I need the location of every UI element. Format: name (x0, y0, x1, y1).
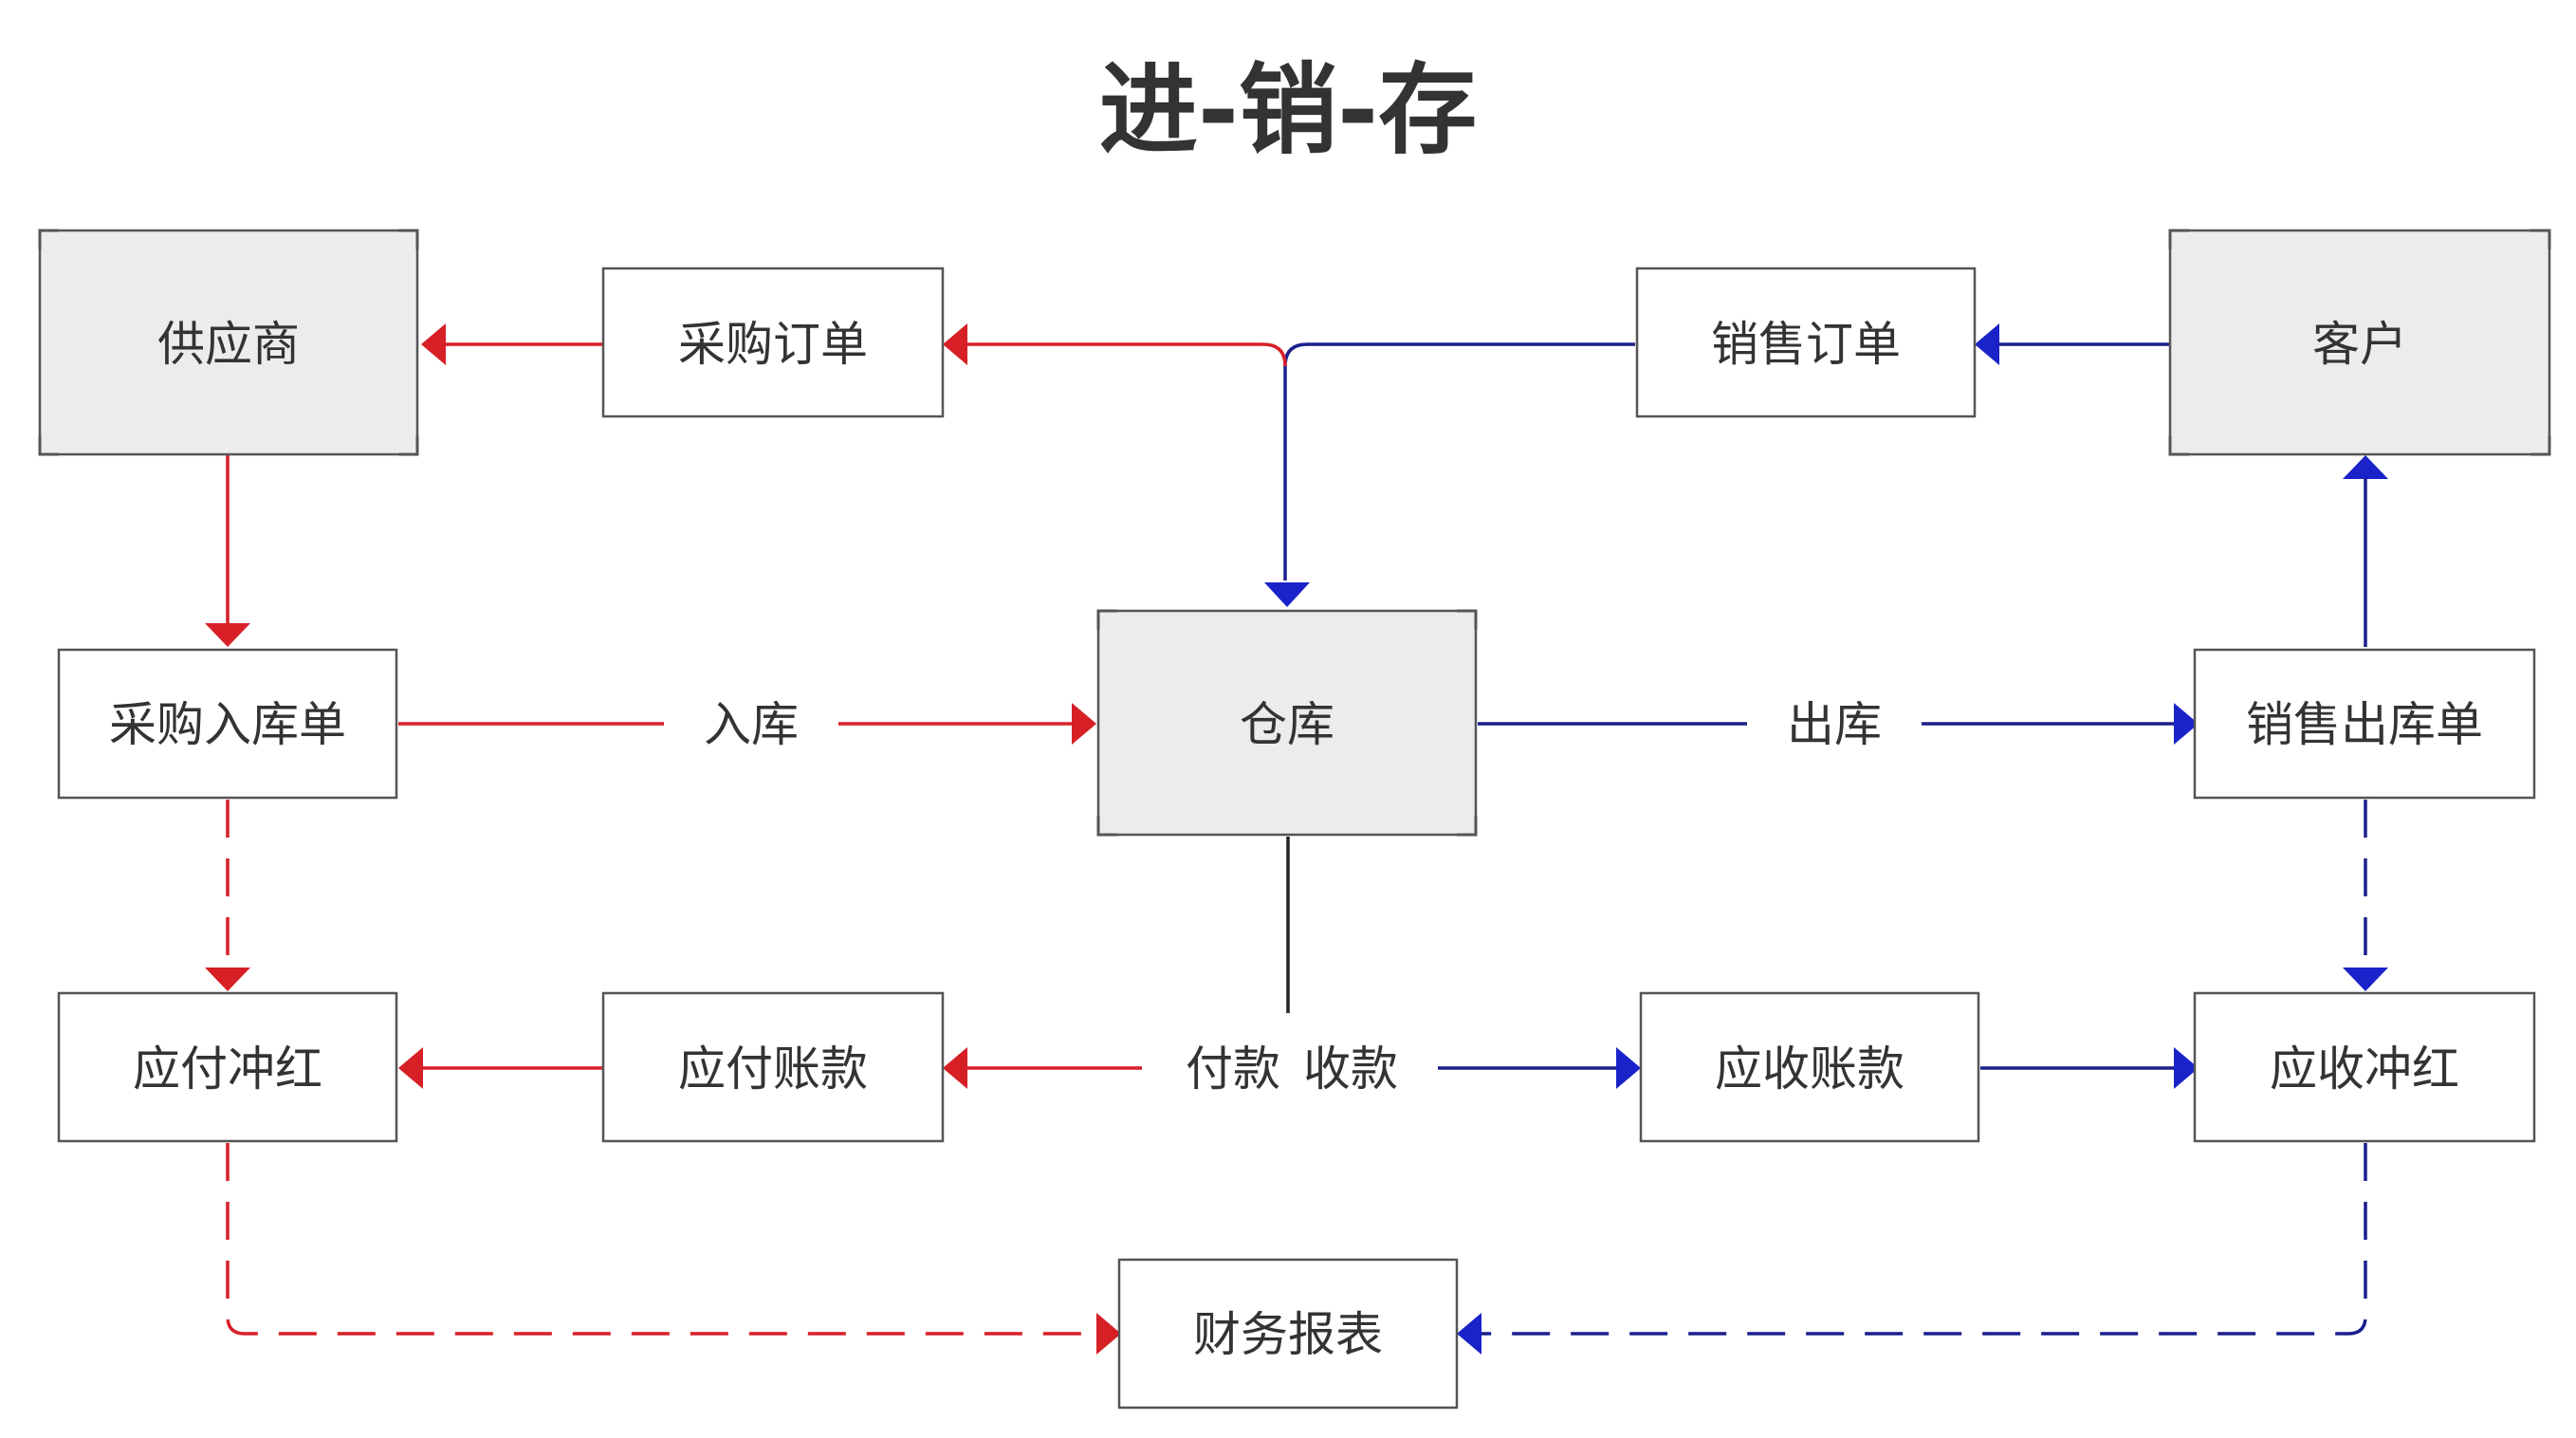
node-customer: 客户 (2168, 229, 2551, 456)
arrowhead-into-purchase-order (943, 323, 967, 365)
arrowhead-into-sales-outbound (2174, 703, 2199, 745)
arrowhead-into-customer (2343, 455, 2388, 479)
arrowhead-into-accounts-receivable (1616, 1047, 1641, 1089)
node-warehouse-label: 仓库 (1240, 697, 1334, 752)
arrowhead-into-supplier (421, 323, 446, 365)
node-purchase-order-label: 采购订单 (678, 317, 868, 372)
node-payable-reversal: 应付冲红 (57, 991, 398, 1143)
edge-label-payment: 付款 (1186, 1042, 1280, 1097)
arrowhead-into-sales-order (1975, 323, 1999, 365)
node-sales-outbound: 销售出库单 (2193, 648, 2536, 800)
edge-label-receipt: 收款 (1303, 1042, 1398, 1097)
edge-junction-to-purchase-order (967, 342, 1287, 367)
node-payable-reversal-label: 应付冲红 (133, 1042, 322, 1097)
arrowhead-into-accounts-payable (943, 1047, 967, 1089)
node-purchase-receipt-label: 采购入库单 (109, 697, 346, 752)
arrowhead-into-warehouse-top (1264, 582, 1310, 607)
edge-receivable-reversal-to-financial-report (1478, 1143, 2367, 1336)
node-warehouse: 仓库 (1096, 609, 1478, 837)
node-accounts-payable: 应付账款 (601, 991, 945, 1143)
node-sales-order-label: 销售订单 (1711, 317, 1901, 372)
edge-label-outbound: 出库 (1787, 697, 1882, 752)
edge-payable-reversal-to-financial-report (226, 1143, 1100, 1336)
node-accounts-receivable-label: 应收账款 (1715, 1042, 1904, 1097)
arrowhead-into-receivable-reversal-left (2174, 1047, 2199, 1089)
arrowhead-into-payable-reversal-top (205, 968, 250, 991)
node-financial-report-label: 财务报表 (1193, 1307, 1383, 1362)
node-supplier: 供应商 (38, 229, 419, 456)
node-accounts-payable-label: 应付账款 (678, 1042, 868, 1097)
arrowhead-into-payable-reversal-right (398, 1047, 423, 1089)
node-purchase-order: 采购订单 (601, 267, 945, 418)
arrowhead-into-financial-report-right (1457, 1313, 1481, 1355)
node-sales-order: 销售订单 (1635, 267, 1977, 418)
node-financial-report: 财务报表 (1117, 1258, 1459, 1410)
node-purchase-receipt: 采购入库单 (57, 648, 398, 800)
arrowhead-into-financial-report-left (1096, 1313, 1121, 1355)
node-receivable-reversal-label: 应收冲红 (2270, 1042, 2459, 1097)
arrowhead-into-receivable-reversal-top (2343, 968, 2388, 991)
node-sales-outbound-label: 销售出库单 (2246, 697, 2483, 752)
edge-label-inbound: 入库 (704, 697, 799, 752)
node-customer-label: 客户 (2312, 317, 2407, 372)
arrowhead-into-warehouse-left (1072, 703, 1096, 745)
arrowhead-into-purchase-receipt (205, 623, 250, 647)
node-accounts-receivable: 应收账款 (1639, 991, 1980, 1143)
diagram-title: 进-销-存 (1099, 52, 1477, 168)
node-receivable-reversal: 应收冲红 (2193, 991, 2536, 1143)
node-supplier-label: 供应商 (157, 317, 300, 372)
edge-sales-order-to-warehouse (1283, 342, 1635, 581)
